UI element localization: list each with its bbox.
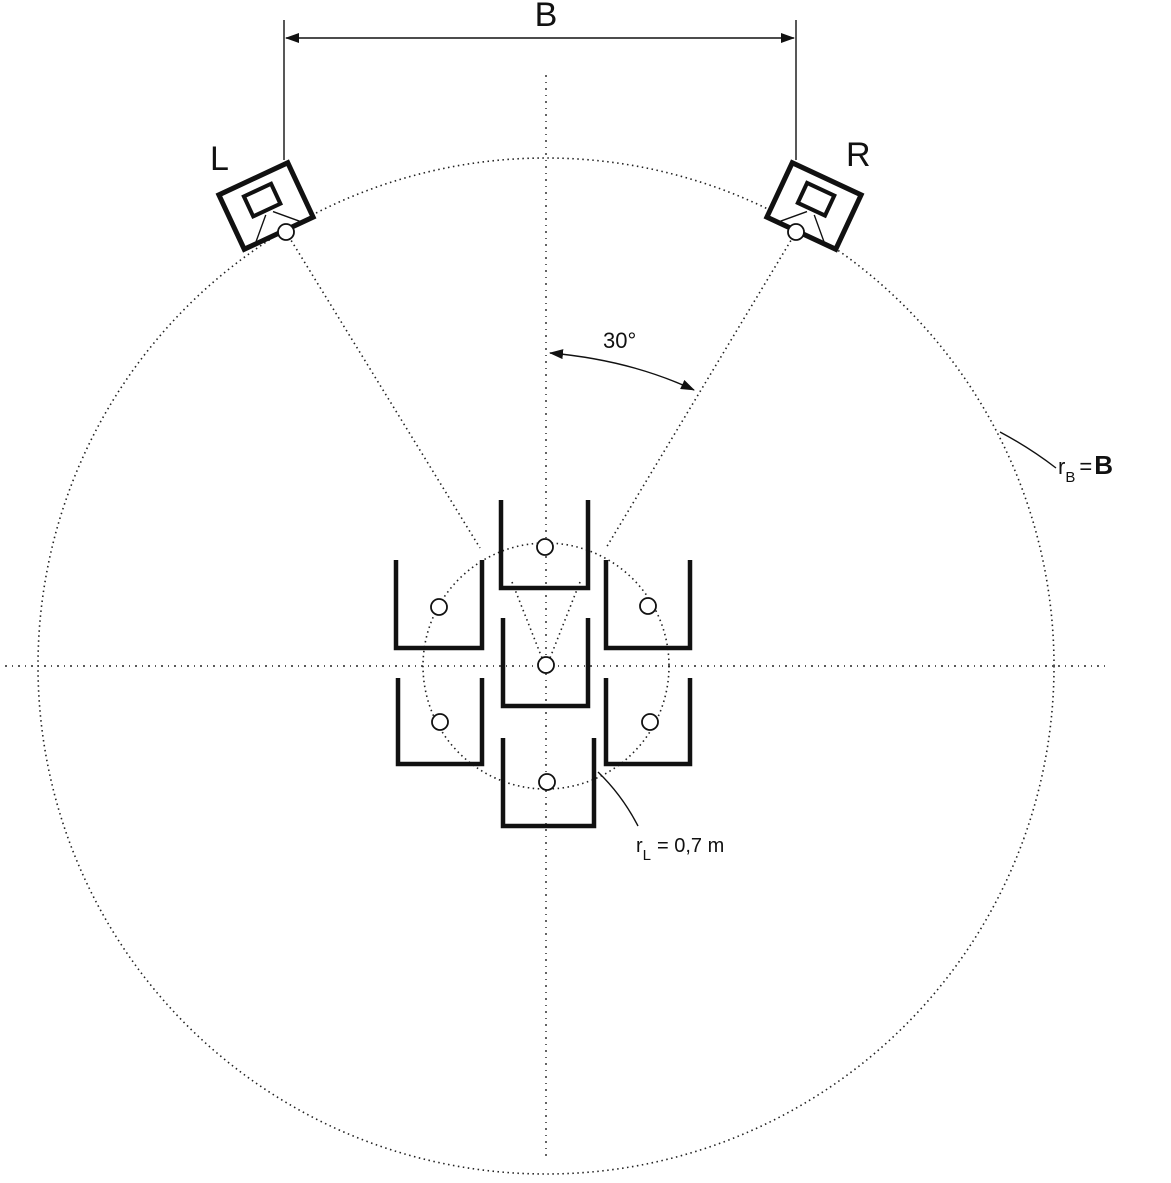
listener-middle-center [537, 656, 555, 674]
room-radius-leader [999, 431, 1057, 469]
listening-zone-center-right [549, 581, 581, 659]
chair-upper-left [393, 560, 485, 651]
listener-lower-left [431, 713, 449, 731]
chair-front-center [498, 500, 591, 591]
listener-upper-left [430, 598, 448, 616]
left-speaker-point [277, 223, 295, 241]
chair-lower-left [395, 678, 485, 767]
chair-middle-center [500, 618, 591, 709]
angle-label: 30° [603, 328, 636, 353]
left-speaker-label: L [210, 140, 229, 178]
angle-arc [549, 349, 695, 391]
listener-rear-center [538, 773, 556, 791]
listening-radius-label: rL= 0,7 m [636, 835, 724, 864]
listening-zone-circle [422, 542, 670, 790]
right-sight-line [605, 231, 797, 549]
left-speaker [215, 159, 317, 253]
listening-zone-center-left [511, 581, 543, 659]
chair-upper-right [603, 560, 693, 651]
listener-front-center [536, 538, 554, 556]
chair-lower-right [603, 678, 693, 767]
right-speaker [763, 159, 865, 253]
right-speaker-label: R [846, 136, 871, 174]
left-sight-line [285, 231, 481, 549]
listening-radius-leader [597, 771, 639, 827]
room-radius-label: rB=B [1058, 450, 1113, 486]
right-speaker-point [787, 223, 805, 241]
chair-rear-center [500, 738, 597, 829]
listener-upper-right [639, 597, 657, 615]
base-width-label: B [535, 0, 558, 34]
listener-lower-right [641, 713, 659, 731]
